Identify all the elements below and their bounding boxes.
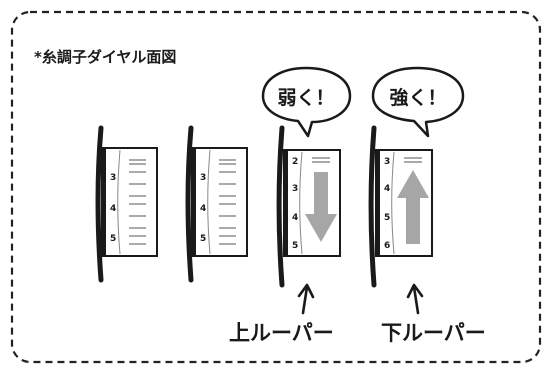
- dial-number: 4: [200, 204, 206, 214]
- dial-ticks: [129, 159, 146, 245]
- dial-number: 5: [292, 241, 298, 251]
- dial-edge: [276, 125, 285, 288]
- dial-number: 2: [292, 157, 298, 167]
- dial-window: [101, 147, 158, 257]
- dial-window: [375, 149, 433, 257]
- dial-curve: [117, 149, 121, 255]
- dial-edge: [185, 125, 194, 283]
- dial-number: 3: [110, 173, 116, 183]
- speech-bubble-weak: 弱く！: [261, 66, 352, 138]
- dashed-frame: [10, 10, 542, 364]
- dial-window-edge: [284, 150, 288, 256]
- arrow-down-icon: [305, 172, 337, 242]
- bubble-text: 強く！: [389, 87, 446, 109]
- dial-number: 5: [110, 234, 116, 244]
- pointer-arrow-icon: [297, 283, 315, 315]
- dial-number: 5: [200, 234, 206, 244]
- tension-dial-2: 3 4 5: [185, 125, 248, 283]
- dial-number: 4: [110, 204, 116, 214]
- tension-dial-4: 3 4 5 6: [368, 125, 433, 288]
- dial-window-edge: [102, 148, 106, 256]
- dial-number: 3: [292, 184, 298, 194]
- bubble-text: 弱く！: [277, 87, 334, 109]
- dial-curve: [207, 149, 211, 255]
- dial-curve: [299, 151, 303, 255]
- tension-dial-1: 3 4 5: [95, 125, 158, 283]
- dial-window-edge: [192, 148, 196, 256]
- arrow-up-icon: [397, 170, 429, 244]
- dial-ticks: [219, 159, 236, 245]
- dial-number: 3: [384, 157, 390, 167]
- dial-window: [283, 149, 341, 257]
- dial-window-edge: [376, 150, 380, 256]
- speech-bubble-strong: 強く！: [371, 66, 465, 138]
- caption-upper-looper: 上ルーパー: [229, 321, 334, 345]
- pointer-arrow-icon: [406, 283, 424, 315]
- dial-number: 3: [200, 173, 206, 183]
- diagram-title: *糸調子ダイヤル面図: [34, 48, 176, 66]
- dial-number: 4: [292, 213, 298, 223]
- dial-edge: [368, 125, 377, 288]
- tension-dial-3: 2 3 4 5: [276, 125, 341, 288]
- dial-ticks: [312, 157, 330, 163]
- caption-lower-looper: 下ルーパー: [381, 321, 486, 345]
- dial-edge: [95, 125, 104, 283]
- dial-window: [191, 147, 248, 257]
- dial-number: 6: [384, 241, 390, 251]
- dial-ticks: [404, 157, 422, 163]
- dial-curve: [391, 151, 395, 255]
- dial-number: 4: [384, 184, 390, 194]
- dial-number: 5: [384, 213, 390, 223]
